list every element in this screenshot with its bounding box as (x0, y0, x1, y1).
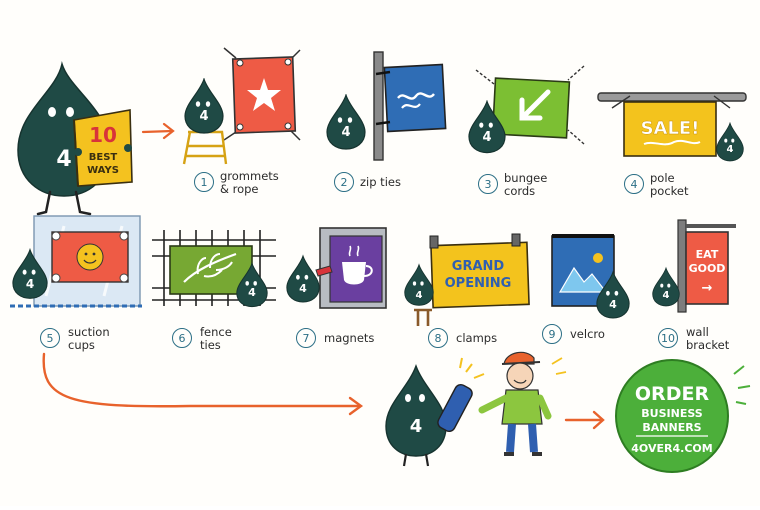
mascot-badge-4: 4 (727, 144, 734, 155)
step-8-label: clamps (456, 331, 498, 345)
step-2-number: 2 (334, 172, 354, 192)
banner-arrow: → (702, 281, 713, 296)
banner-text-eat: EAT (696, 248, 719, 261)
step-9-illustration (551, 234, 630, 319)
step-1-label: grommets& rope (220, 169, 279, 196)
bottom-mascot-badge: 4 (410, 416, 423, 437)
mascot-badge-5: 4 (26, 277, 34, 291)
step-3-number: 3 (478, 174, 498, 194)
step-6-number: 6 (172, 328, 192, 348)
book-line2: WAYS (87, 165, 119, 176)
step-2-label: zip ties (360, 175, 401, 189)
step-3-illustration (468, 65, 585, 154)
step-9-number: 9 (542, 324, 562, 344)
mascot-badge-2: 4 (341, 125, 350, 140)
mascot-badge-7: 4 (299, 282, 307, 295)
book-line1: BEST (89, 152, 118, 163)
step-1-illustration (182, 47, 301, 165)
mascot-badge-1: 4 (199, 109, 208, 124)
bottom-mascot (385, 363, 447, 467)
mascot-badge-8: 4 (416, 290, 423, 301)
banner-text-grand: GRAND (452, 259, 505, 274)
smiley-icon (76, 243, 104, 271)
step-9-label: velcro (570, 327, 605, 341)
step-7-number: 7 (296, 328, 316, 348)
flow-arrow (42, 352, 362, 408)
mascot-badge-10: 4 (663, 290, 670, 301)
star-icon (247, 78, 281, 111)
step-10-number: 10 (658, 328, 678, 348)
step-8-illustration: GRAND OPENING (404, 233, 530, 326)
cta-line2: BUSINESS (641, 407, 702, 420)
banner-text-sale: SALE! (641, 118, 700, 139)
leaf-icon (183, 252, 237, 283)
step-1-number: 1 (194, 172, 214, 192)
intro-arrow (141, 129, 174, 134)
banner-roll (437, 357, 485, 433)
step-5-number: 5 (40, 328, 60, 348)
intro-mascot-badge: 4 (56, 147, 71, 172)
step-2-illustration (326, 51, 447, 161)
step-4-number: 4 (624, 174, 644, 194)
banner-text-good: GOOD (689, 262, 726, 275)
step-8-number: 8 (428, 328, 448, 348)
landscape-icon (558, 266, 608, 293)
step-5-illustration (10, 215, 142, 308)
mascot-badge-6: 4 (248, 286, 256, 299)
mascot-badge-3: 4 (482, 130, 491, 145)
customer-figure (478, 351, 567, 456)
step-10-illustration: EAT GOOD → (652, 219, 736, 313)
cta-site: 4OVER4.COM (631, 442, 712, 455)
step-7-illustration (286, 227, 387, 309)
step-7-label: magnets (324, 331, 375, 345)
book-number: 10 (89, 123, 117, 147)
wave-icon (397, 92, 435, 100)
coffee-cup-icon (342, 262, 366, 285)
step-6-illustration (152, 230, 276, 308)
banner-text-opening: OPENING (445, 276, 512, 291)
order-badge[interactable]: ORDER BUSINESS BANNERS 4OVER4.COM (615, 359, 751, 473)
cta-line3: BANNERS (642, 421, 701, 434)
mascot-badge-9: 4 (609, 298, 617, 311)
intro-book (73, 109, 133, 187)
step-4-illustration: SALE! (597, 92, 747, 162)
cta-line1: ORDER (635, 383, 710, 405)
arrow-icon (519, 89, 551, 121)
